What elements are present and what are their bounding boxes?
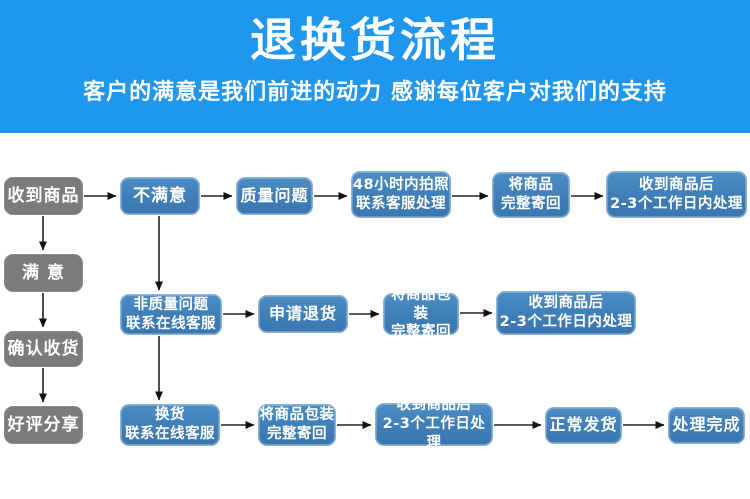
flow-node-process-2-3-days-quality: 收到商品后 2-3个工作日内处理 <box>606 171 747 218</box>
flow-node-received-goods: 收到商品 <box>4 177 83 215</box>
flow-node-process-2-3-days-exchange: 收到商品后 2-3个工作日处理 <box>375 397 493 451</box>
flow-node-photo-48h: 48小时内拍照 联系客服处理 <box>351 171 451 218</box>
flow-node-quality-issue: 质量问题 <box>236 177 313 215</box>
header-subtitle: 客户的满意是我们前进的动力 感谢每位客户对我们的支持 <box>83 80 667 106</box>
flow-node-send-back-complete: 将商品 完整寄回 <box>492 172 570 218</box>
flow-node-package-send-back-exchange: 将商品包装 完整寄回 <box>258 404 336 446</box>
flow-node-positive-review: 好评分享 <box>4 406 83 444</box>
flow-node-exchange-contact-service: 换货 联系在线客服 <box>120 404 220 446</box>
header-banner: 退换货流程 客户的满意是我们前进的动力 感谢每位客户对我们的支持 <box>0 0 750 133</box>
flow-node-normal-shipping: 正常发货 <box>545 407 622 444</box>
flow-node-non-quality-contact-service: 非质量问题 联系在线客服 <box>120 294 222 335</box>
page-title: 退换货流程 <box>250 13 500 67</box>
flow-node-unsatisfied: 不满意 <box>120 177 200 215</box>
flow-node-package-send-back-return: 将商品包装 完整寄回 <box>383 287 459 340</box>
flow-node-confirm-receipt: 确认收货 <box>4 331 83 367</box>
flow-node-satisfied: 满 意 <box>4 254 83 292</box>
flow-node-process-complete: 处理完成 <box>668 407 745 444</box>
flow-node-process-2-3-days-return: 收到商品后 2-3个工作日内处理 <box>496 291 636 335</box>
flow-node-apply-return: 申请退货 <box>258 295 348 333</box>
